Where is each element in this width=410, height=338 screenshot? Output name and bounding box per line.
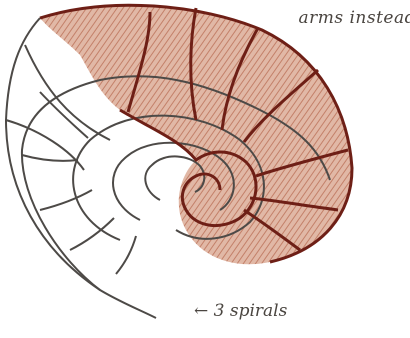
bottom-note-text: 3 spirals	[214, 301, 288, 321]
top-note: arms instead	[298, 8, 410, 28]
shaded-arm	[40, 5, 352, 264]
left-arrow-icon: ←	[194, 301, 208, 321]
bottom-note: ← 3 spirals	[194, 301, 287, 321]
